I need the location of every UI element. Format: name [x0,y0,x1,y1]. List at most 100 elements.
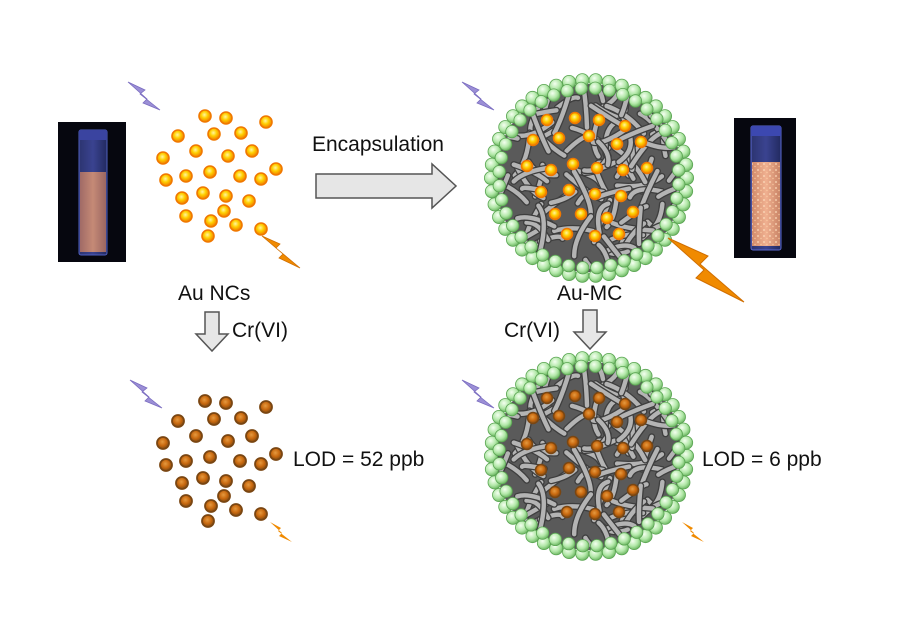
polymer-strand [536,203,546,253]
shell-sphere [672,177,686,191]
encapsulated-au-cluster-bright [562,183,576,197]
polymer-strand [610,498,655,511]
polymer-strand [571,214,594,259]
shell-sphere [492,443,506,457]
shell-sphere [640,102,654,116]
shell-sphere [524,240,538,254]
shell-sphere [669,149,683,163]
au-nanocluster-bright [156,151,170,165]
label-encapsulation: Encapsulation [312,133,444,156]
shell-sphere [513,113,527,127]
au-nanocluster-bright [233,169,247,183]
au-nanocluster-bright [269,162,283,176]
au-nanocluster-quenched [254,457,268,471]
au-nanocluster-bright [242,194,256,208]
au-nanocluster-quenched [179,494,193,508]
shell-sphere [576,261,590,275]
au-nanocluster-bright [201,229,215,243]
encapsulated-au-cluster-quenched [520,437,534,451]
shell-sphere [495,193,509,207]
cuvette-photo-left [58,122,126,262]
shell-sphere [574,359,588,373]
au-nanocluster-bright [171,129,185,143]
au-nanocluster-quenched [201,514,215,528]
encapsulated-au-cluster-bright [520,159,534,173]
au-nanocluster-bright [229,218,243,232]
polymer-strand [552,95,571,136]
shell-sphere [590,261,604,275]
polymer-strand [656,182,680,199]
au-mc-micelle-quenched [483,351,695,561]
encapsulated-au-cluster-quenched [562,461,576,475]
polymer-strand [618,401,655,419]
au-nanocluster-bright [245,144,259,158]
shell-sphere [658,401,672,415]
shell-sphere [670,191,684,205]
shell-sphere [523,103,537,117]
shell-sphere [617,532,631,546]
polymer-strand [604,473,619,508]
au-nanocluster-bright [159,173,173,187]
encapsulated-au-cluster-quenched [616,441,630,455]
au-nanocluster-quenched [254,507,268,521]
au-nanocluster-bright [196,186,210,200]
shell-sphere [560,84,574,98]
encapsulated-au-cluster-quenched [640,439,654,453]
label-au-mc: Au-MC [557,282,623,305]
shell-sphere [535,248,550,262]
polymer-strand [636,483,643,525]
polymer-strand [596,417,611,446]
shell-sphere [672,455,686,469]
encapsulated-au-cluster-bright [582,129,596,143]
encapsulated-au-cluster-quenched [614,467,628,481]
au-nanocluster-bright [175,191,189,205]
polymer-strand [596,520,613,547]
excitation-bolt-icon [461,379,495,409]
polymer-strand [524,498,551,521]
polymer-strand [498,456,529,483]
au-nanocluster-bright [203,165,217,179]
au-nanocluster-bright-group [156,109,283,243]
shell-sphere [669,427,683,441]
shell-sphere [650,112,664,126]
excitation-bolt-icon [127,81,161,111]
encapsulated-au-cluster-bright [540,113,554,127]
shell-sphere [498,137,513,151]
shell-sphere [562,259,576,273]
shell-sphere [514,508,528,522]
emission-bolt-icon [261,235,301,269]
polymer-strand [666,149,680,183]
shell-sphere [640,380,654,394]
shell-sphere [506,219,520,233]
shell-sphere [665,136,679,150]
shell-sphere [604,258,618,272]
polymer-strand [596,242,613,269]
au-mc-micelle-bright [483,73,695,283]
au-nanocluster-quenched [156,436,170,450]
polymer-strand [515,493,557,507]
label-lod-left: LOD = 52 ppb [293,448,425,471]
label-cr-vi-left: Cr(VI) [232,319,288,342]
au-nanocluster-quenched [229,503,243,517]
encapsulated-au-cluster-quenched [526,411,540,425]
encapsulated-au-cluster-bright [566,157,580,171]
shell-sphere [651,229,665,243]
au-nanocluster-quenched [175,476,189,490]
shell-sphere [630,525,644,539]
encapsulated-au-cluster-bright [588,187,602,201]
polymer-strand [604,195,619,230]
au-nanocluster-quenched [204,499,218,513]
au-nanocluster-quenched [179,454,193,468]
shell-sphere [506,497,520,511]
au-nanocluster-quenched [196,471,210,485]
shell-sphere [492,179,506,193]
shell-sphere [524,518,538,532]
polymer-strand [552,373,571,414]
au-nanocluster-quenched [219,396,233,410]
label-cr-vi-right: Cr(VI) [504,319,560,342]
shell-sphere [602,83,616,97]
shell-sphere [665,414,679,428]
shell-sphere [641,239,655,253]
polymer-strand [580,365,590,408]
shell-sphere [498,415,513,429]
